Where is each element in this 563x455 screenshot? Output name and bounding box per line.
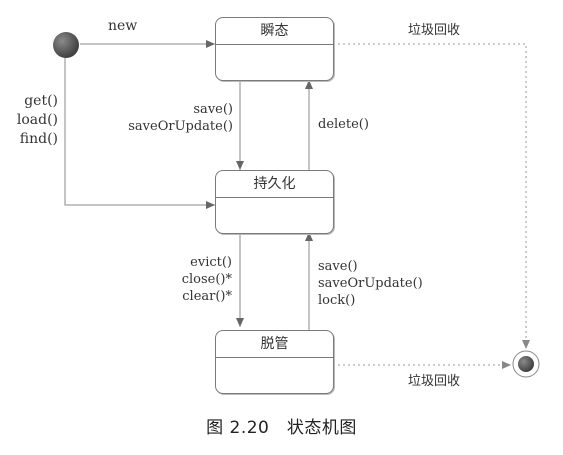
label-find: find() bbox=[19, 131, 58, 147]
label-reattach-save-or-update: saveOrUpdate() bbox=[318, 276, 423, 291]
label-get: get() bbox=[24, 93, 58, 109]
state-transient-label: 瞬态 bbox=[216, 18, 333, 45]
label-clear: clear()* bbox=[182, 289, 232, 304]
state-transient: 瞬态 bbox=[215, 17, 334, 81]
label-reattach-save: save() bbox=[318, 259, 358, 274]
edge-load bbox=[64, 58, 215, 209]
label-evict-group: evict() close()* clear()* bbox=[150, 254, 232, 305]
label-reattach-group: save() saveOrUpdate() lock() bbox=[318, 258, 423, 309]
label-lock: lock() bbox=[318, 293, 356, 308]
state-detached-label: 脱管 bbox=[216, 331, 333, 358]
label-load: load() bbox=[16, 112, 58, 128]
state-detached: 脱管 bbox=[215, 330, 334, 394]
edge-gc-top bbox=[333, 43, 530, 349]
label-close: close()* bbox=[181, 272, 232, 287]
state-persistent-label: 持久化 bbox=[216, 171, 333, 198]
figure-caption: 图 2.20 状态机图 bbox=[206, 418, 357, 438]
label-save-group: save() saveOrUpdate() bbox=[110, 101, 233, 135]
initial-node bbox=[53, 32, 79, 58]
label-new: new bbox=[108, 18, 138, 34]
label-save: save() bbox=[193, 102, 233, 117]
label-gc-top: 垃圾回收 bbox=[408, 23, 461, 38]
label-evict: evict() bbox=[190, 255, 232, 270]
label-gc-bottom: 垃圾回收 bbox=[408, 374, 461, 389]
label-delete: delete() bbox=[318, 117, 369, 132]
label-load-methods: get() load() find() bbox=[6, 92, 58, 149]
final-node-core bbox=[518, 356, 534, 372]
label-save-or-update: saveOrUpdate() bbox=[128, 119, 233, 134]
state-persistent: 持久化 bbox=[215, 170, 334, 234]
